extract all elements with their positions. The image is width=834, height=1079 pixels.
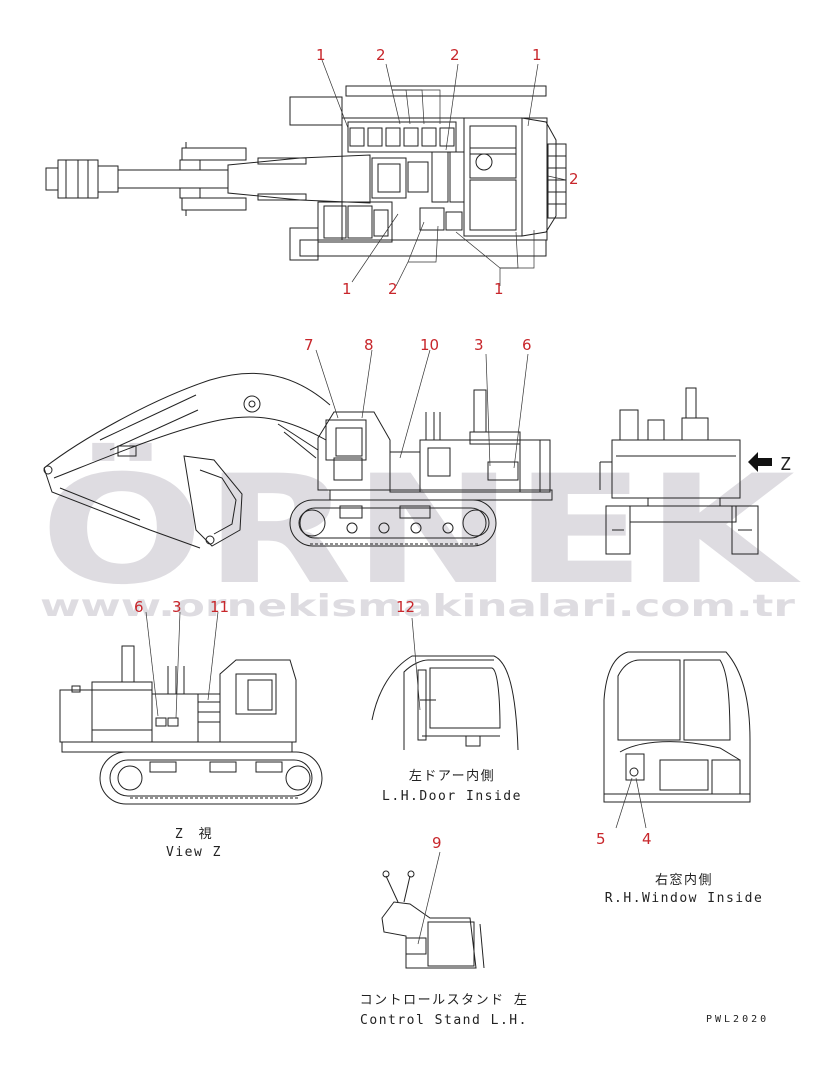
caption-window-jp: 右窓内側 [655, 872, 713, 888]
door-inside-view: 12 左ドアー内側 L.H.Door Inside [371, 598, 522, 804]
callout-top-1: 1 [316, 46, 326, 64]
callout-side-3: 3 [474, 336, 484, 354]
caption-view-z-jp: Z 視 [175, 827, 213, 842]
drawing-code: PWL2020 [706, 1014, 769, 1025]
caption-view-z-en: View Z [166, 845, 222, 860]
watermark-url: www.ornekismakinalari.com.tr [40, 589, 795, 624]
side-view: 7 8 10 3 6 [43, 336, 553, 549]
view-z: 6 3 11 Z 視 View Z [59, 598, 323, 860]
callout-top-8: 1 [494, 280, 504, 298]
callout-top-3: 2 [450, 46, 460, 64]
callout-window-5: 5 [596, 830, 606, 848]
caption-door-jp: 左ドアー内側 [409, 768, 495, 784]
callout-side-8: 8 [364, 336, 374, 354]
callout-stand-9: 9 [432, 834, 442, 852]
callout-top-4: 1 [532, 46, 542, 64]
callout-top-2: 2 [376, 46, 386, 64]
watermark: ÖRNEK www.ornekismakinalari.com.tr [40, 442, 801, 624]
callout-viewz-3: 3 [172, 598, 182, 616]
view-arrow-icon [748, 452, 772, 472]
caption-door-en: L.H.Door Inside [382, 789, 522, 804]
callout-top-5: 2 [569, 170, 579, 188]
window-inside-view: 5 4 右窓内側 R.H.Window Inside [596, 651, 764, 906]
callout-top-7: 2 [388, 280, 398, 298]
callout-side-6: 6 [522, 336, 532, 354]
callout-top-6: 1 [342, 280, 352, 298]
rear-arrow-label: Z [780, 454, 792, 475]
callout-side-10: 10 [420, 336, 439, 354]
callout-side-7: 7 [304, 336, 314, 354]
callout-viewz-11: 11 [210, 598, 229, 616]
rear-view: Z [599, 387, 792, 555]
callout-door-12: 12 [396, 598, 415, 616]
caption-stand-jp: コントロールスタンド 左 [360, 993, 529, 1008]
callout-window-4: 4 [642, 830, 652, 848]
caption-stand-en: Control Stand L.H. [360, 1013, 528, 1028]
top-view: 1 2 2 1 2 1 2 1 [45, 46, 579, 298]
control-stand-view: 9 コントロールスタンド 左 Control Stand L.H. [360, 834, 529, 1028]
callout-viewz-6: 6 [134, 598, 144, 616]
caption-window-en: R.H.Window Inside [605, 891, 764, 906]
